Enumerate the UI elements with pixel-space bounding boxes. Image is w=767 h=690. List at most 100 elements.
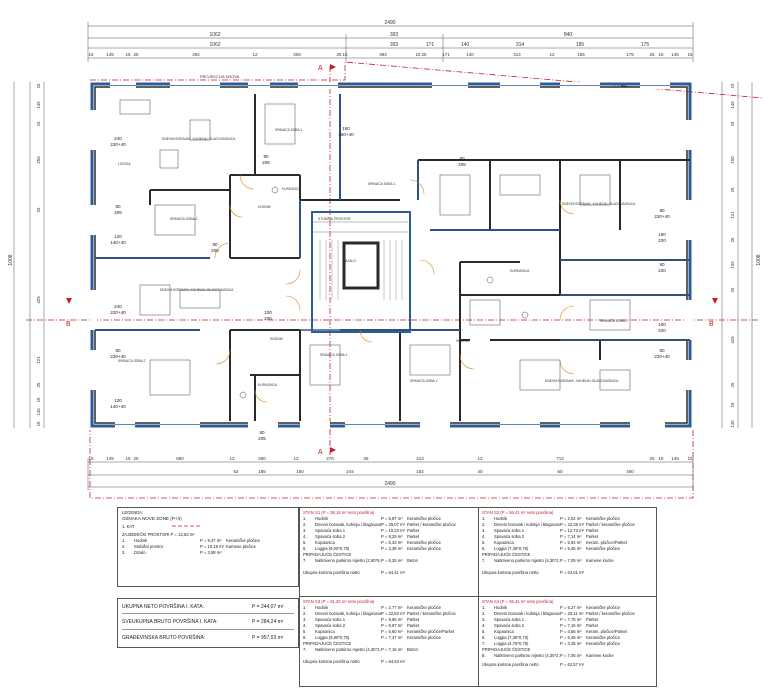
label-text: Ukupna korisna površina netto bbox=[482, 662, 539, 667]
label-text: HODNIK bbox=[270, 337, 284, 341]
label-text: 1. bbox=[303, 605, 307, 610]
parking-row: 7.Natkriveno parkirno mjesto (4,30*2,50)… bbox=[303, 647, 475, 653]
right-dimension-chain bbox=[721, 82, 753, 428]
label-text: 5. bbox=[303, 629, 307, 634]
dim-left-total: 1008 bbox=[8, 254, 14, 265]
label-text: DNEVNI BORAVAK, KUHINJA I BLAGOVAONICA bbox=[162, 137, 236, 141]
label-text: P = 244,07 m² bbox=[252, 604, 284, 610]
label-text: 492 bbox=[192, 52, 200, 57]
building-outline bbox=[90, 82, 692, 428]
interior-walls bbox=[95, 94, 690, 421]
label-text: 145 bbox=[730, 101, 735, 109]
label-text: P = 10,18 m² bbox=[200, 544, 225, 549]
label-text: 5. bbox=[482, 540, 486, 545]
label-text: 90 bbox=[659, 208, 665, 213]
label-text: 3. bbox=[482, 528, 486, 533]
label-text: 15 bbox=[36, 421, 41, 426]
label-text: 2. bbox=[303, 522, 307, 527]
label-text: 15 bbox=[125, 52, 131, 57]
label-text: Parket / keramičke pločice bbox=[407, 611, 456, 616]
label-text: 80 bbox=[459, 156, 465, 161]
label-text: Parket bbox=[407, 623, 420, 628]
label-text: Hodnik bbox=[315, 516, 329, 521]
label-text: Natkriveno parkirno mjesto (4,30*2,50) bbox=[494, 558, 560, 563]
label-text: Keramičke pločice bbox=[586, 635, 620, 640]
label-text: 6. bbox=[482, 546, 486, 551]
label-text: Keram. pločice/Parket bbox=[586, 540, 627, 545]
label-text: Keramičke pločice bbox=[407, 540, 441, 545]
room-row: 2.Dnevni boravak i kuhinja i blagovaonic… bbox=[482, 611, 654, 617]
apartment-table-s1: STAN S1 (P = 58,16 m² neto površina) 1.H… bbox=[303, 510, 475, 576]
label-text: 60 bbox=[259, 430, 265, 435]
label-text: DNEVNI BORAVAK, KUHINJA I BLAGOVAONICA bbox=[545, 379, 619, 383]
label-text: Kupaonica bbox=[315, 540, 335, 545]
label-text: 145 bbox=[671, 456, 679, 461]
apartment-table-s2: STAN S2 (P = 56,41 m² neto površina) 1.H… bbox=[482, 510, 654, 576]
label-text: Dizalo bbox=[134, 550, 146, 555]
label-text: 256 bbox=[36, 156, 41, 164]
label-text: P = 5,27 m² bbox=[560, 605, 582, 610]
label-text: P = 2,54 m² bbox=[560, 516, 582, 521]
door-swings bbox=[214, 174, 575, 403]
label-text: 120 bbox=[114, 398, 122, 403]
label-text: 171 bbox=[442, 52, 450, 57]
label-text: 3. bbox=[122, 550, 126, 555]
label-text: Dnevni boravak, kuhinja i blagovaonica bbox=[315, 611, 381, 616]
label-text: 6. bbox=[482, 635, 486, 640]
label-text: 309 bbox=[293, 52, 301, 57]
room-row: 2. Dnevni boravak, kuhinja i blagovaonica… bbox=[303, 611, 475, 617]
label-text: P = 5,33 m² bbox=[381, 540, 403, 545]
label-text: 220+40 bbox=[654, 214, 670, 219]
label-text: 3. bbox=[303, 528, 307, 533]
label-text: 220+40 bbox=[110, 310, 126, 315]
dim-top-row3: 15 145 15 25 492 12 309 25 15 393 15 25 … bbox=[88, 52, 693, 57]
label-text: 7. bbox=[303, 558, 307, 563]
label-text: Loggia (7,36*0,75) bbox=[494, 635, 529, 640]
label-text: 220 bbox=[658, 328, 666, 333]
section-marker-a-top: A bbox=[318, 64, 336, 72]
label-text: Hodnik bbox=[134, 538, 148, 543]
label-text: 713 bbox=[556, 456, 564, 461]
label-text: 460 bbox=[626, 469, 634, 474]
label-text: 80 bbox=[263, 154, 269, 159]
label-text: 220+40 bbox=[654, 354, 670, 359]
dim-top-2d: 140 bbox=[461, 42, 470, 48]
label-text: Spavaća soba 2 bbox=[315, 534, 346, 539]
label-text: 145 bbox=[106, 456, 114, 461]
label-text: 1. bbox=[482, 516, 486, 521]
label-text: 12 bbox=[549, 52, 555, 57]
label-text: P = 7,15 m² bbox=[560, 623, 582, 628]
label-text: 2. bbox=[303, 611, 307, 616]
label-text: P = 22,83 m² bbox=[381, 611, 406, 616]
label-text: 244 bbox=[346, 469, 354, 474]
label-text: SVEUKUPNA BRUTO POVRŠINA I. KATA: bbox=[122, 619, 218, 625]
label-text: 15 bbox=[36, 83, 41, 88]
label-text: 205 bbox=[262, 160, 270, 165]
legend-title: LEGENDA: bbox=[122, 510, 144, 515]
label-text: 15 bbox=[88, 52, 94, 57]
label-text: 25 bbox=[730, 287, 735, 292]
label-text: P = 9,47 m² bbox=[200, 538, 222, 543]
parking-row: 8.Natkriveno parkirno mjesto (4,30*2,50)… bbox=[482, 653, 654, 659]
dim-right-parts: 15 145 15 190 25 121 25 135 25 425 25 15… bbox=[730, 83, 735, 428]
label-text: Dnevni boravak i kuhinja i blagovaonica bbox=[494, 611, 560, 616]
label-text: P = 5,45 m² bbox=[560, 546, 582, 551]
label-text: P = 4,56 m² bbox=[560, 629, 582, 634]
dim-top-2f: 185 bbox=[576, 42, 585, 48]
label-text: 90 bbox=[659, 348, 665, 353]
label-text: Hodnik bbox=[494, 516, 508, 521]
label-text: Kupaonica bbox=[494, 629, 514, 634]
label-text: Kamene kocke bbox=[586, 653, 614, 658]
label-text: 6. bbox=[303, 635, 307, 640]
label-text: P = 62,57 m² bbox=[560, 662, 585, 667]
label-text: Parket bbox=[586, 623, 599, 628]
label-text: Kamene pločice bbox=[226, 544, 256, 549]
label-text: Beton bbox=[407, 558, 418, 563]
label-text: SPAVAĆA SOBA 2 bbox=[118, 358, 145, 363]
label-text: Loggia (9,00*0,75) bbox=[315, 546, 350, 551]
